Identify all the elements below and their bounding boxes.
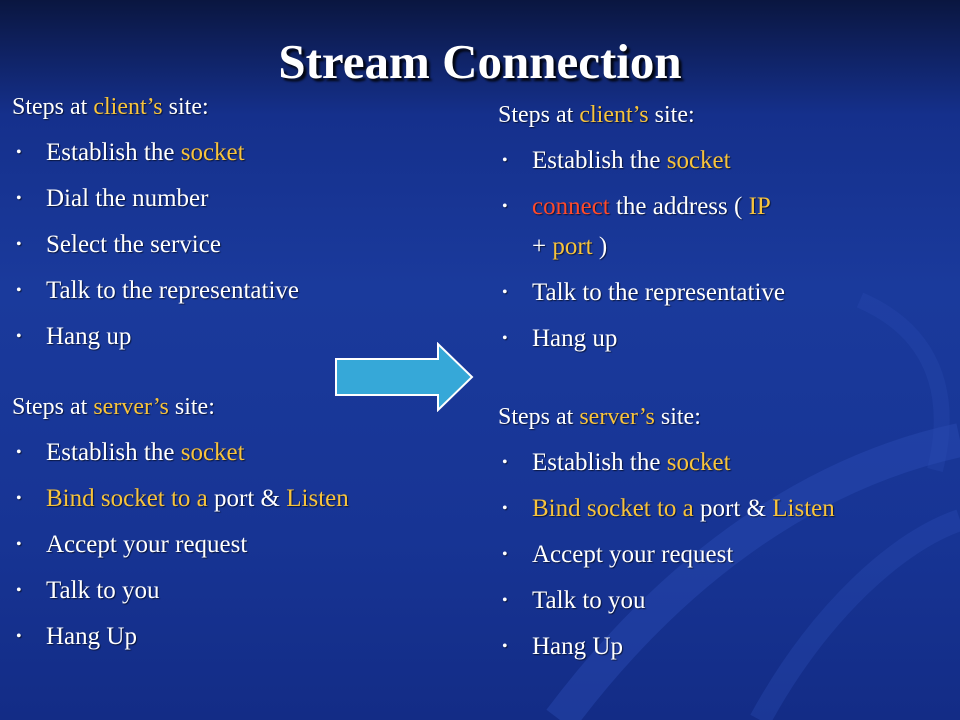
bullet-icon: •	[16, 190, 22, 207]
client-heading: Steps at client’s site:	[498, 102, 695, 128]
client-steps-list: •Establish the socket •connect the addre…	[498, 146, 948, 354]
client-steps-list: •Establish the socket •Dial the number •…	[12, 138, 462, 352]
list-item: •Hang Up	[16, 623, 137, 650]
bullet-icon: •	[502, 592, 508, 609]
list-item: •Talk to you	[502, 587, 646, 614]
list-item: •Hang up	[502, 325, 618, 352]
list-item: •Establish the socket	[16, 439, 245, 466]
server-heading: Steps at server’s site:	[12, 394, 215, 420]
list-item: •Bind socket to a port & Listen	[16, 485, 349, 512]
list-item: •Establish the socket	[16, 139, 245, 166]
bullet-icon: •	[502, 454, 508, 471]
bullet-icon: •	[502, 330, 508, 347]
list-item: •Talk to the representative	[502, 279, 786, 306]
list-item: •Talk to the representative	[16, 277, 300, 304]
client-heading: Steps at client’s site:	[12, 94, 209, 120]
bullet-icon: •	[502, 152, 508, 169]
bullet-icon: •	[16, 282, 22, 299]
bullet-icon: •	[16, 444, 22, 461]
bullet-icon: •	[16, 536, 22, 553]
list-item: •Accept your request	[502, 541, 734, 568]
server-heading: Steps at server’s site:	[498, 404, 701, 430]
bullet-icon: •	[16, 144, 22, 161]
bullet-icon: •	[502, 546, 508, 563]
list-item: •Talk to you	[16, 577, 160, 604]
list-item: •Accept your request	[16, 531, 248, 558]
bullet-icon: •	[16, 328, 22, 345]
bullet-icon: •	[16, 628, 22, 645]
right-arrow-icon	[335, 342, 474, 412]
slide-title: Stream Connection	[278, 34, 682, 89]
server-steps-list: •Establish the socket •Bind socket to a …	[498, 448, 948, 662]
list-item: •connect the address ( IP	[502, 193, 771, 220]
left-column: Steps at client’s site: •Establish the s…	[12, 92, 462, 652]
list-item: •Hang up	[16, 323, 132, 350]
list-item: •Select the service	[16, 231, 221, 258]
bullet-icon: •	[502, 284, 508, 301]
bullet-icon: •	[502, 638, 508, 655]
list-item: •Establish the socket	[502, 449, 731, 476]
right-column: Steps at client’s site: •Establish the s…	[498, 100, 948, 662]
bullet-icon: •	[16, 490, 22, 507]
server-steps-list: •Establish the socket •Bind socket to a …	[12, 438, 462, 652]
list-item: •Dial the number	[16, 185, 209, 212]
bullet-icon: •	[16, 236, 22, 253]
list-item: •Bind socket to a port & Listen	[502, 495, 835, 522]
list-item: •Hang Up	[502, 633, 623, 660]
list-item: •Establish the socket	[502, 147, 731, 174]
bullet-icon: •	[502, 198, 508, 215]
list-item-continuation: + port )	[532, 233, 608, 260]
bullet-icon: •	[16, 582, 22, 599]
bullet-icon: •	[502, 500, 508, 517]
